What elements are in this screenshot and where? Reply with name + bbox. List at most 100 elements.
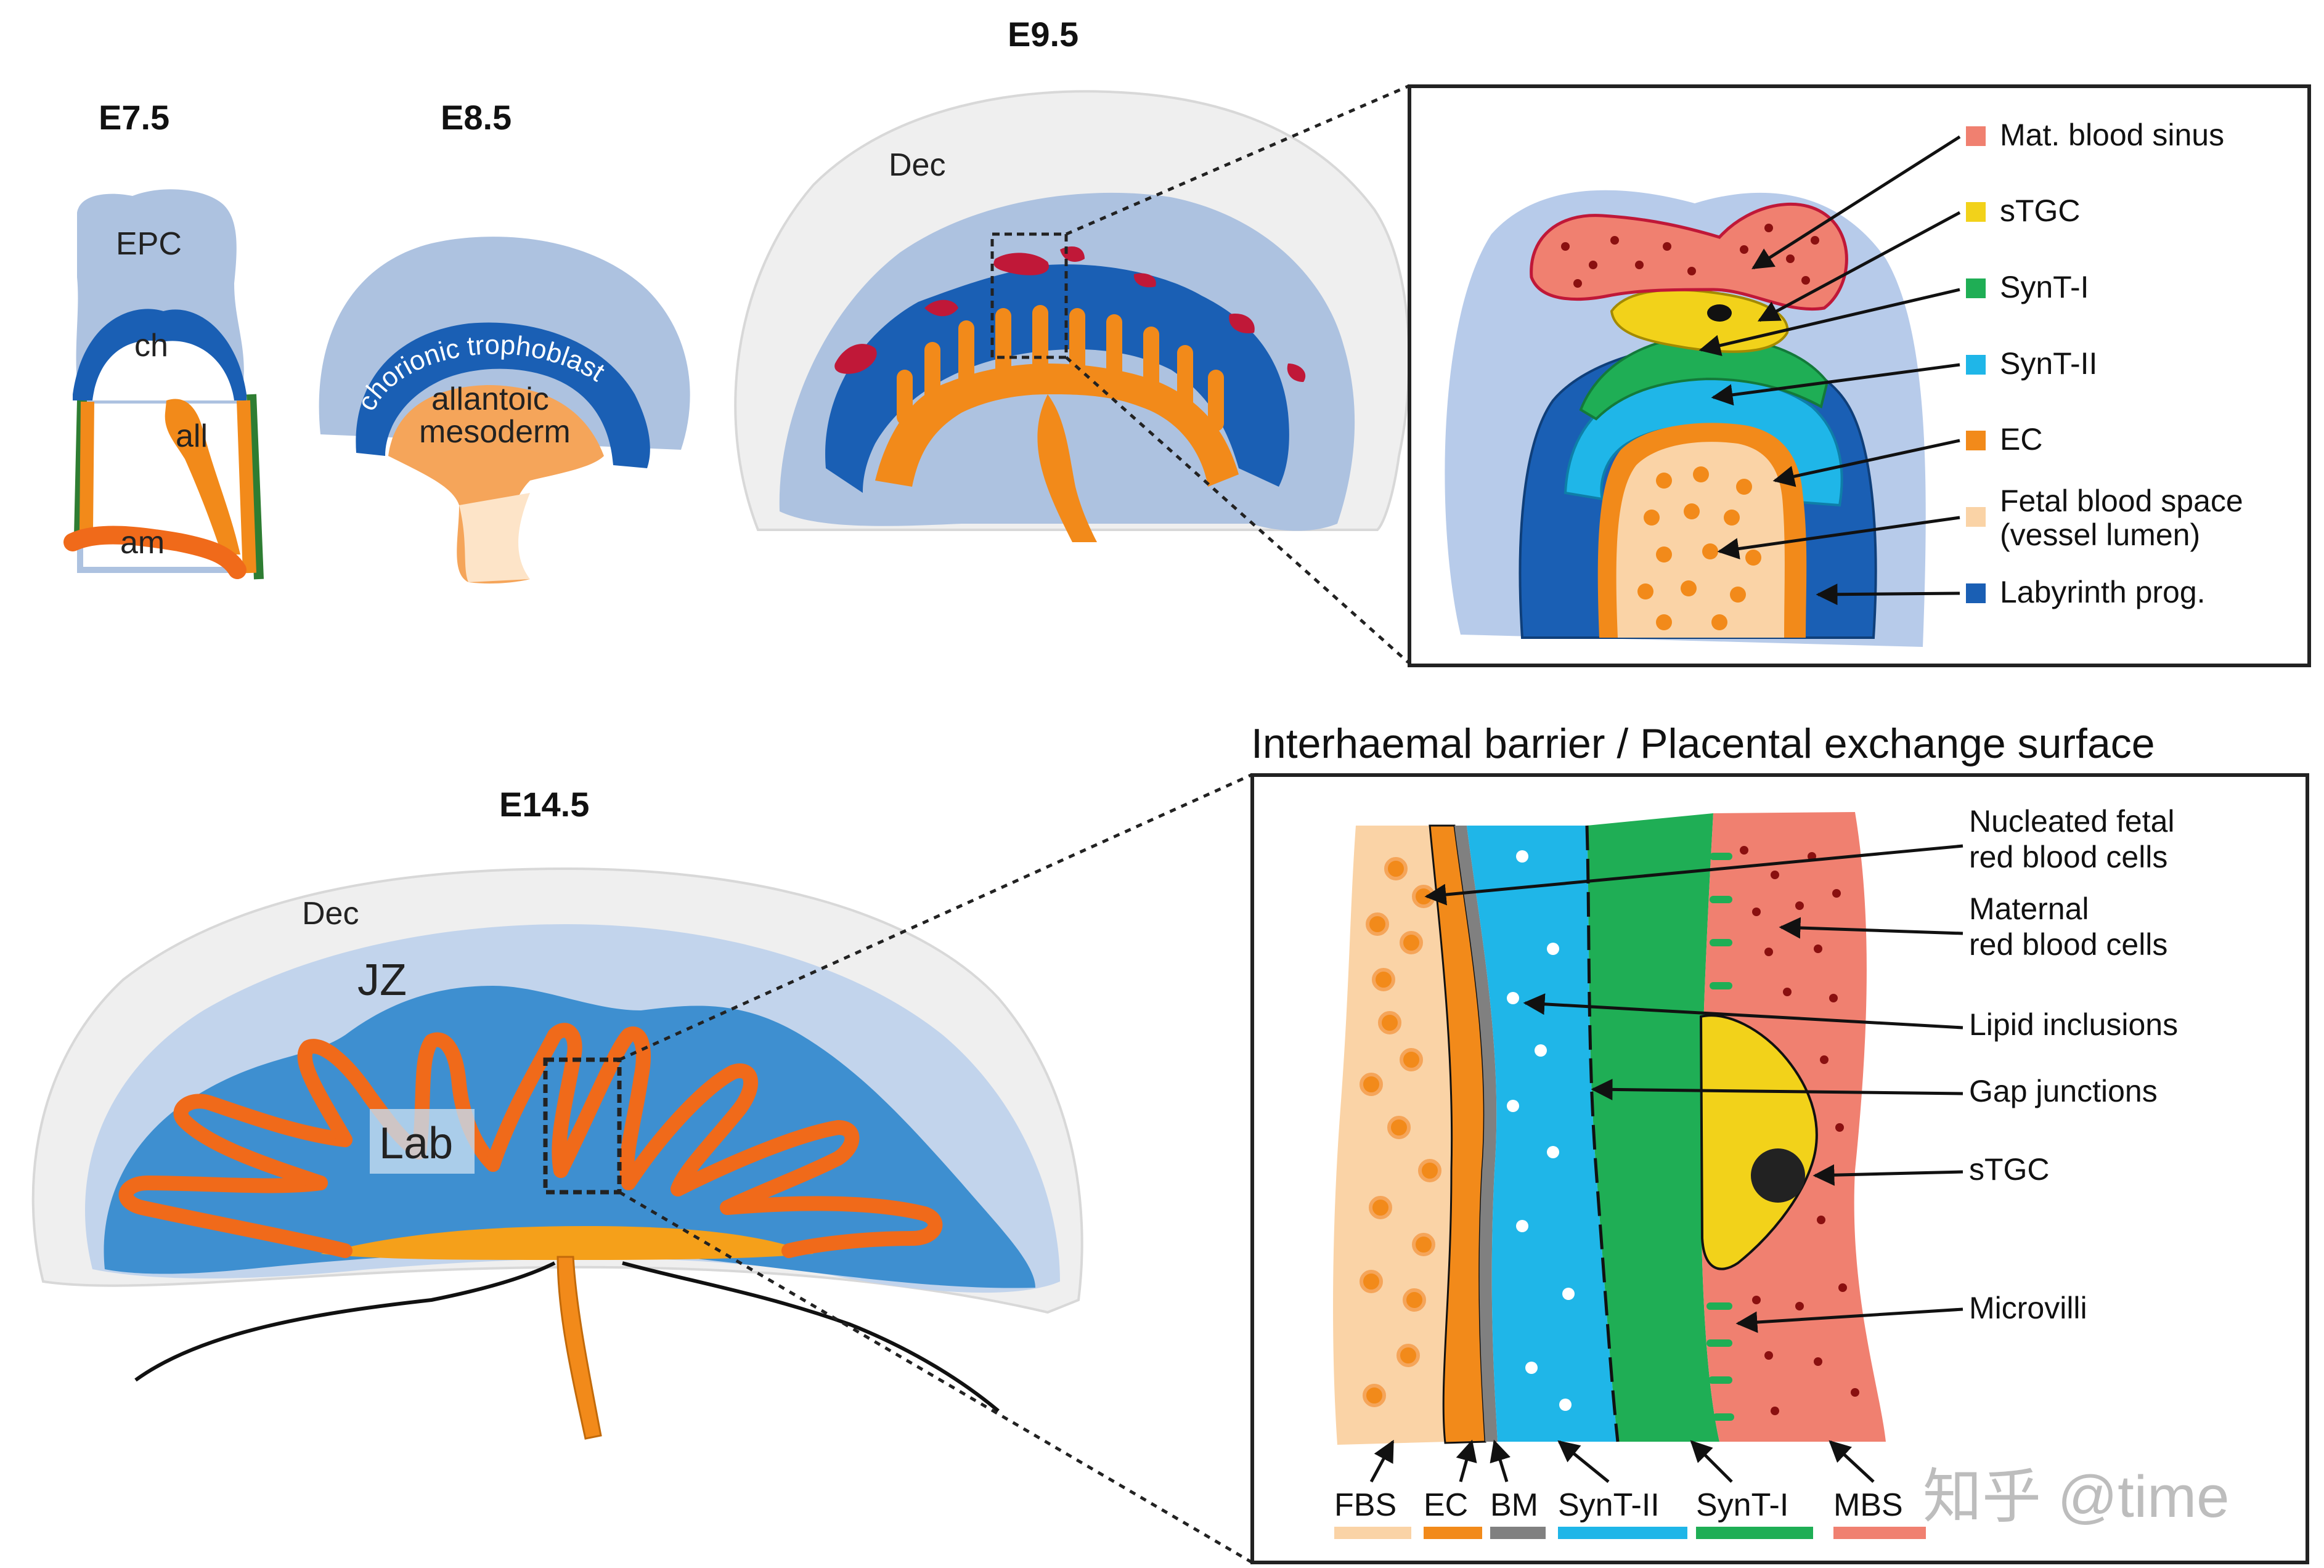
bottom-label-mbs: MBS [1833,1487,1903,1523]
bottom-bar-ec [1424,1527,1482,1539]
stage-label-e145: E14.5 [499,785,589,824]
bottom-label-ec: EC [1424,1487,1468,1523]
arrow-stgc [1757,211,1961,322]
barrier-microvilli [1706,853,1734,1421]
arrow-fetal-blood [1717,516,1960,559]
e145-membrane-left [134,1261,556,1382]
barrier-maternal-rbcs [1740,846,1859,1415]
zoom-legend-arrows [1698,135,1961,606]
arrow-ec [1772,439,1960,487]
label-jz: JZ [357,956,407,1005]
arrow-ec-bottom [1456,1439,1477,1482]
barrier-stgc [1699,1014,1818,1270]
stage-label-e85: E8.5 [441,98,512,137]
e95-panel: E9.5 Dec [734,15,1411,664]
legend-label-5: Fetal blood space [2000,484,2243,518]
e75-panel: E7.5 EPC ch all am [63,98,264,580]
label-am: am [120,525,165,561]
arrow-synt-i-bottom [1690,1440,1733,1483]
legend-label-1: sTGC [2000,193,2081,228]
e95-zoom-panel: Mat. blood sinus sTGC SynT-I SynT-II EC … [1408,84,2311,667]
e145-zoom-line-bottom [618,1190,1252,1564]
e75-allantois [165,399,240,554]
annot-nucleated-2: red blood cells [1969,840,2167,874]
legend-swatch-1 [1966,202,1986,222]
bottom-bar-bm [1490,1527,1546,1539]
arrow-synt-ii-bottom [1557,1440,1610,1483]
bottom-label-fbs: FBS [1334,1487,1396,1523]
bottom-label-bm: BM [1490,1487,1538,1523]
arrow-stgc-barrier [1812,1164,1963,1186]
zoom-stgc-nucleus [1707,304,1732,322]
arrow-lipid [1523,993,1963,1030]
legend-swatch-2 [1966,278,1986,298]
arrow-microvilli [1735,1307,1963,1333]
stage-label-e75: E7.5 [99,98,169,137]
barrier-panel: Interhaemal barrier / Placental exchange… [1250,720,2309,1564]
arrow-maternal [1779,917,1963,939]
e145-zoom-line-top [618,773,1252,1062]
zoom-maternal-dots [1561,224,1819,288]
annot-gap: Gap junctions [1969,1074,2158,1108]
label-epc: EPC [116,226,182,262]
arrow-synt-ii [1711,363,1960,406]
e95-maternal-blood [834,246,1306,382]
e85-allantoic-fade [459,493,530,582]
barrier-gap-junctions [1585,825,1620,1442]
bottom-bar-synt-i [1696,1527,1813,1539]
e85-chorionic-trophoblast [356,322,650,468]
legend-swatch-3 [1966,355,1986,375]
e145-panel: E14.5 Dec JZ Lab [31,773,1252,1564]
label-lab: Lab [379,1119,453,1168]
e145-zoom-box [543,1057,622,1195]
e95-zoom-box [990,232,1068,359]
bottom-label-synt-i: SynT-I [1696,1487,1788,1523]
annot-maternal-2: red blood cells [1969,927,2167,962]
e85-allantoic-mesoderm [388,385,604,584]
legend-label-2: SynT-I [2000,270,2089,304]
e75-embryo-body [83,404,253,567]
legend-swatch-6 [1966,583,1986,603]
label-ch: ch [134,328,168,364]
e75-ch-cavity [92,340,234,400]
barrier-title: Interhaemal barrier / Placental exchange… [1251,720,2155,767]
e145-umbilical-cord [557,1256,602,1440]
zoom-legend: Mat. blood sinus sTGC SynT-I SynT-II EC … [1966,118,2243,609]
legend-label-5b: (vessel lumen) [2000,518,2200,552]
watermark: 知乎 @time [1923,1464,2229,1530]
bottom-bar-fbs [1334,1527,1411,1539]
barrier-synt-i [1587,813,1719,1442]
bottom-bar-synt-ii [1558,1527,1687,1539]
annot-microvilli: Microvilli [1969,1291,2087,1325]
annot-maternal-1: Maternal [1969,892,2089,926]
e95-zoom-line-bottom [1065,356,1409,664]
e145-chorionic-plate [320,1226,813,1260]
legend-swatch-5 [1966,507,1986,527]
arrow-fbs [1369,1439,1395,1483]
lab-label-background [370,1109,475,1174]
bottom-bar-mbs [1833,1527,1926,1539]
arrow-synt-i [1698,288,1960,356]
legend-label-4: EC [2000,422,2042,457]
label-dec-e95: Dec [889,147,945,183]
barrier-annotation-arrows [1369,844,1963,1483]
barrier-synt-ii [1467,826,1618,1442]
annot-stgc: sTGC [1969,1152,2050,1187]
barrier-bottom-labels: FBS EC BM SynT-II SynT-I MBS [1334,1487,1926,1539]
zoom-fetal-cells [1637,466,1761,630]
label-mesoderm: mesoderm [419,414,571,450]
arrow-mbs [1829,1440,1875,1483]
annot-nucleated-1: Nucleated fetal [1969,804,2175,839]
e75-orange-outline [80,400,256,574]
barrier-stgc-nucleus [1751,1148,1805,1203]
e95-trophoblast-blue [825,264,1289,493]
barrier-bm [1454,826,1498,1442]
barrier-lipids [1507,850,1575,1411]
e85-panel: E8.5 chorionic trophoblast allantoic mes… [319,98,690,584]
e95-zoom-line-top [1066,84,1409,236]
arrow-gap [1591,1078,1963,1100]
barrier-fetal-rbcs [1360,857,1441,1407]
e95-villi [875,305,1239,542]
arrow-nucleated [1424,844,1963,906]
